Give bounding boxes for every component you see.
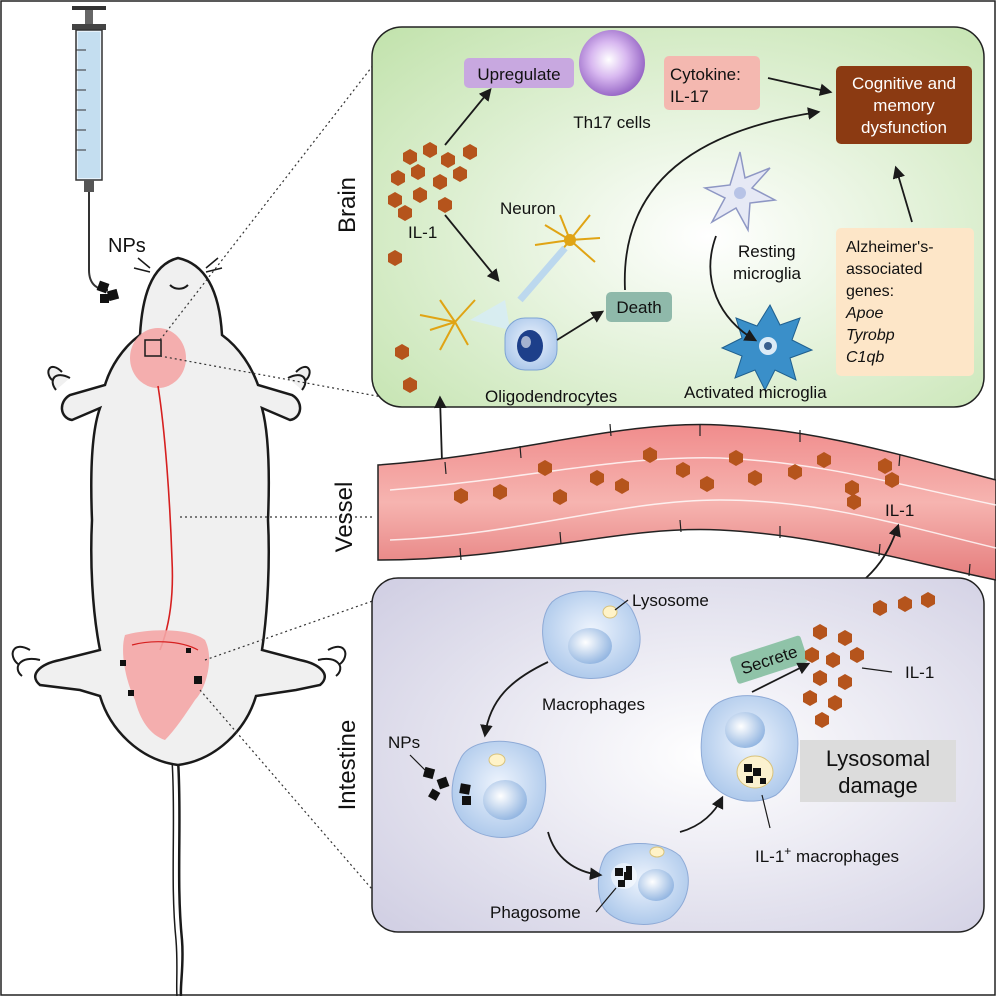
outcome-label-3: dysfunction [861, 118, 947, 137]
death-label: Death [616, 298, 661, 317]
resting-label-2: microglia [733, 264, 802, 283]
outcome-label-1: Cognitive and [852, 74, 956, 93]
gene-c1qb: C1qb [846, 349, 884, 366]
mouse-icon [11, 256, 347, 997]
resting-label-1: Resting [738, 242, 796, 261]
oligodendrocytes-label: Oligodendrocytes [485, 387, 617, 406]
cytokine-box [664, 56, 760, 110]
neuron-label: Neuron [500, 199, 556, 218]
activated-label: Activated microglia [684, 383, 827, 402]
th17-cell-icon [579, 30, 645, 96]
outcome-label-2: memory [873, 96, 935, 115]
cell-icon [700, 695, 799, 802]
neuron-icon [419, 214, 601, 351]
brain-panel [371, 26, 985, 408]
il1-macrophages-label: IL-1+ macrophages [755, 844, 899, 866]
microglia-icon [702, 151, 778, 233]
lysosome-label: Lysosome [632, 591, 709, 610]
cell-icon [542, 590, 641, 679]
th17-label: Th17 cells [573, 113, 650, 132]
genes-label-3: genes: [846, 283, 894, 300]
cell-icon [451, 740, 547, 838]
upregulate-box [464, 58, 574, 88]
nanoparticle-icon [422, 766, 471, 805]
cell-icon [597, 843, 689, 925]
death-box [606, 292, 672, 322]
genes-label-2: associated [846, 261, 923, 278]
vessel-icon [377, 423, 996, 581]
nps-injection-label: NPs [108, 235, 146, 257]
il1-intestine-label: IL-1 [905, 663, 934, 682]
genes-box [836, 228, 974, 376]
gene-tyrobp: Tyrobp [846, 327, 895, 344]
outcome-box [836, 66, 972, 144]
syringe-icon [72, 6, 120, 303]
phagosome-label: Phagosome [490, 903, 581, 922]
gene-apoe: Apoe [845, 305, 883, 322]
cytokine-label-2: IL-17 [670, 87, 709, 106]
genes-label-1: Alzheimer's- [846, 239, 934, 256]
lysosomal-damage-box [800, 740, 956, 802]
il1-brain-label: IL-1 [408, 223, 437, 242]
upregulate-label: Upregulate [477, 65, 560, 84]
intestine-label: Intestine [334, 720, 361, 811]
nps-intestine-label: NPs [388, 733, 420, 752]
brain-label: Brain [334, 177, 361, 233]
macrophages-label: Macrophages [542, 695, 645, 714]
il1-vessel-label: IL-1 [885, 501, 914, 520]
vessel-label: Vessel [331, 482, 358, 553]
lysosomal-label-1: Lysosomal [826, 746, 930, 771]
activated-microglia-icon [720, 303, 814, 392]
cytokine-label-1: Cytokine: [670, 65, 741, 84]
oligodendrocyte-icon [470, 300, 558, 371]
lysosomal-label-2: damage [838, 773, 918, 798]
